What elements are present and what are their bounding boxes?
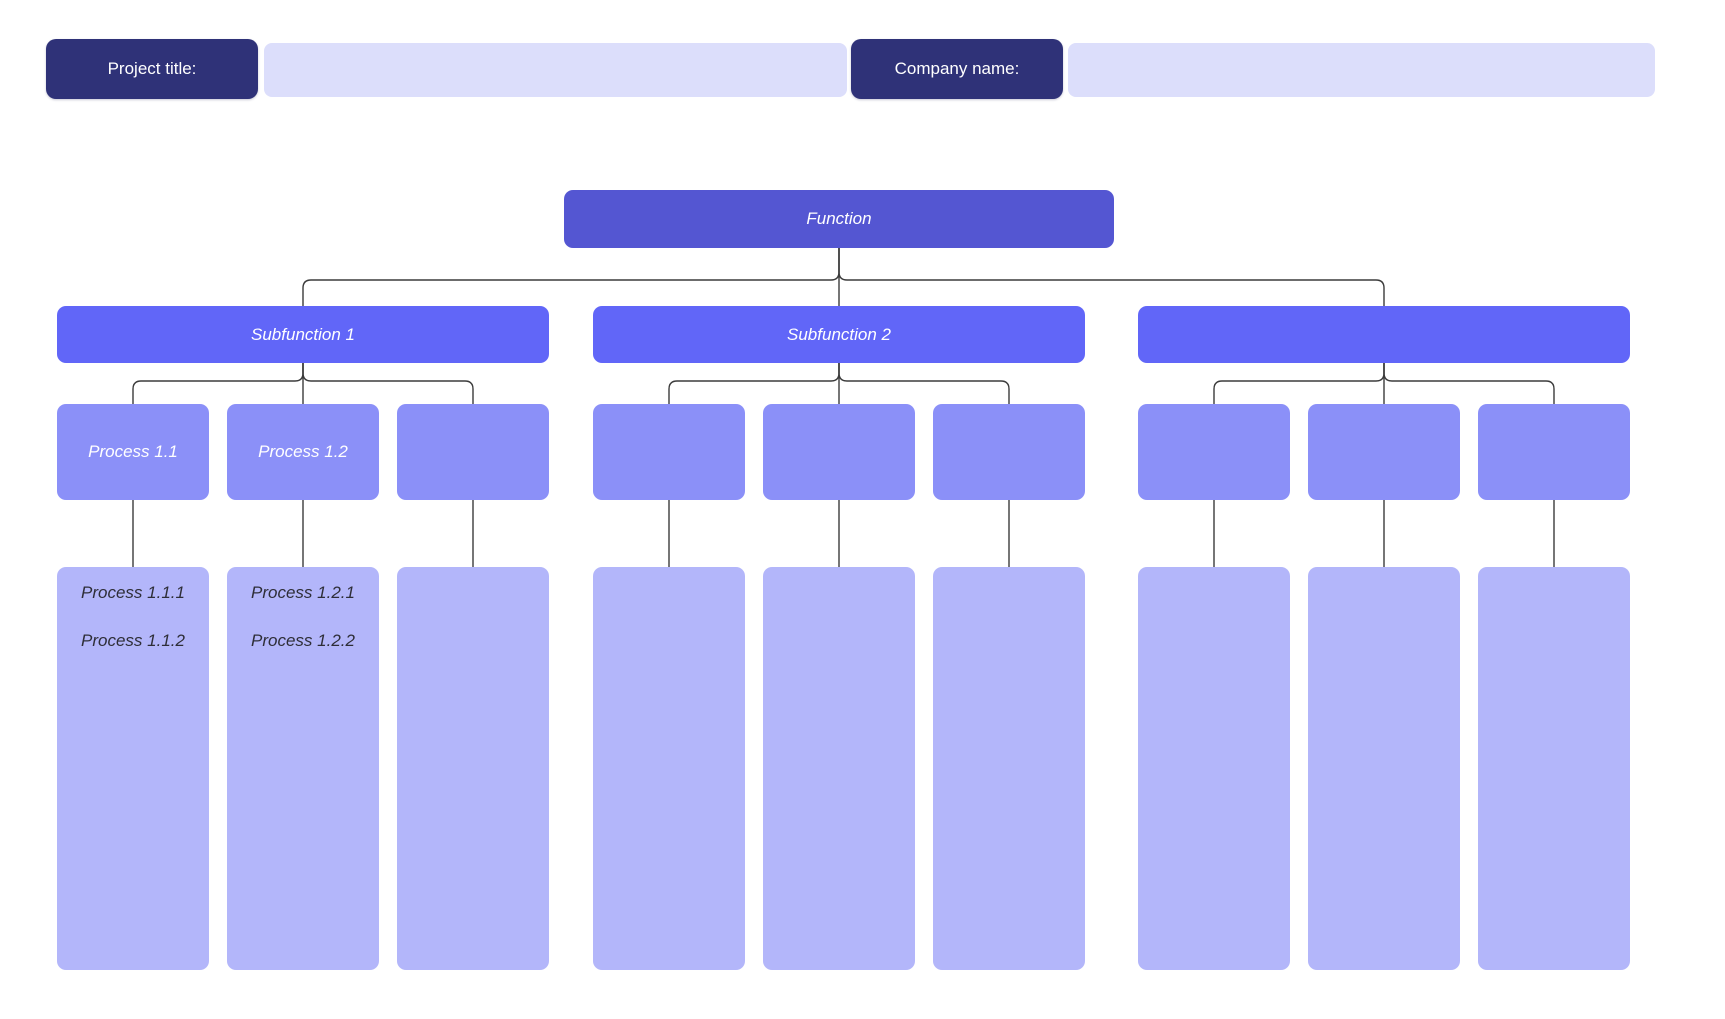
process-box-2-3[interactable] [933,404,1085,500]
connector [302,363,474,404]
process-list-item: Process 1.2.1 [251,583,355,602]
process-list-box-1-3[interactable] [397,567,549,970]
process-list-box-2-1[interactable] [593,567,745,970]
process-list-box-1-2[interactable]: Process 1.2.1 Process 1.2.2 [227,567,379,970]
process-1-2-label: Process 1.2 [258,442,348,461]
process-box-1-1[interactable]: Process 1.1 [57,404,209,500]
process-list-box-1-1[interactable]: Process 1.1.1 Process 1.1.2 [57,567,209,970]
connector [838,248,1385,306]
process-box-1-2[interactable]: Process 1.2 [227,404,379,500]
company-name-box[interactable]: Company name: [851,39,1063,99]
company-name-label: Company name: [894,59,1020,78]
company-name-field[interactable] [1068,43,1655,97]
process-box-3-1[interactable] [1138,404,1290,500]
connector [668,363,840,404]
project-title-field[interactable] [264,43,847,97]
function-label: Function [806,209,872,228]
project-title-box[interactable]: Project title: [46,39,258,99]
process-list-box-3-1[interactable] [1138,567,1290,970]
process-box-3-3[interactable] [1478,404,1630,500]
subfunction-2-label: Subfunction 2 [787,324,891,344]
process-box-2-1[interactable] [593,404,745,500]
process-list-item: Process 1.1.2 [81,631,185,650]
process-list-box-3-2[interactable] [1308,567,1460,970]
process-1-1-label: Process 1.1 [88,442,178,461]
process-list-item: Process 1.2.2 [251,631,355,650]
subfunction-3-box[interactable] [1138,306,1630,363]
subfunction-2-box[interactable]: Subfunction 2 [593,306,1085,363]
process-list-item: Process 1.1.1 [81,583,185,602]
function-box[interactable]: Function [564,190,1114,248]
subfunction-1-box[interactable]: Subfunction 1 [57,306,549,363]
connector [1213,363,1385,404]
process-list-box-3-3[interactable] [1478,567,1630,970]
connector [302,248,840,306]
project-title-label: Project title: [107,59,197,78]
process-box-2-2[interactable] [763,404,915,500]
connector [838,363,1010,404]
process-list-box-2-3[interactable] [933,567,1085,970]
connector [1383,363,1555,404]
process-list-box-2-2[interactable] [763,567,915,970]
connector [132,363,304,404]
process-box-3-2[interactable] [1308,404,1460,500]
subfunction-1-label: Subfunction 1 [251,324,355,344]
process-box-1-3[interactable] [397,404,549,500]
